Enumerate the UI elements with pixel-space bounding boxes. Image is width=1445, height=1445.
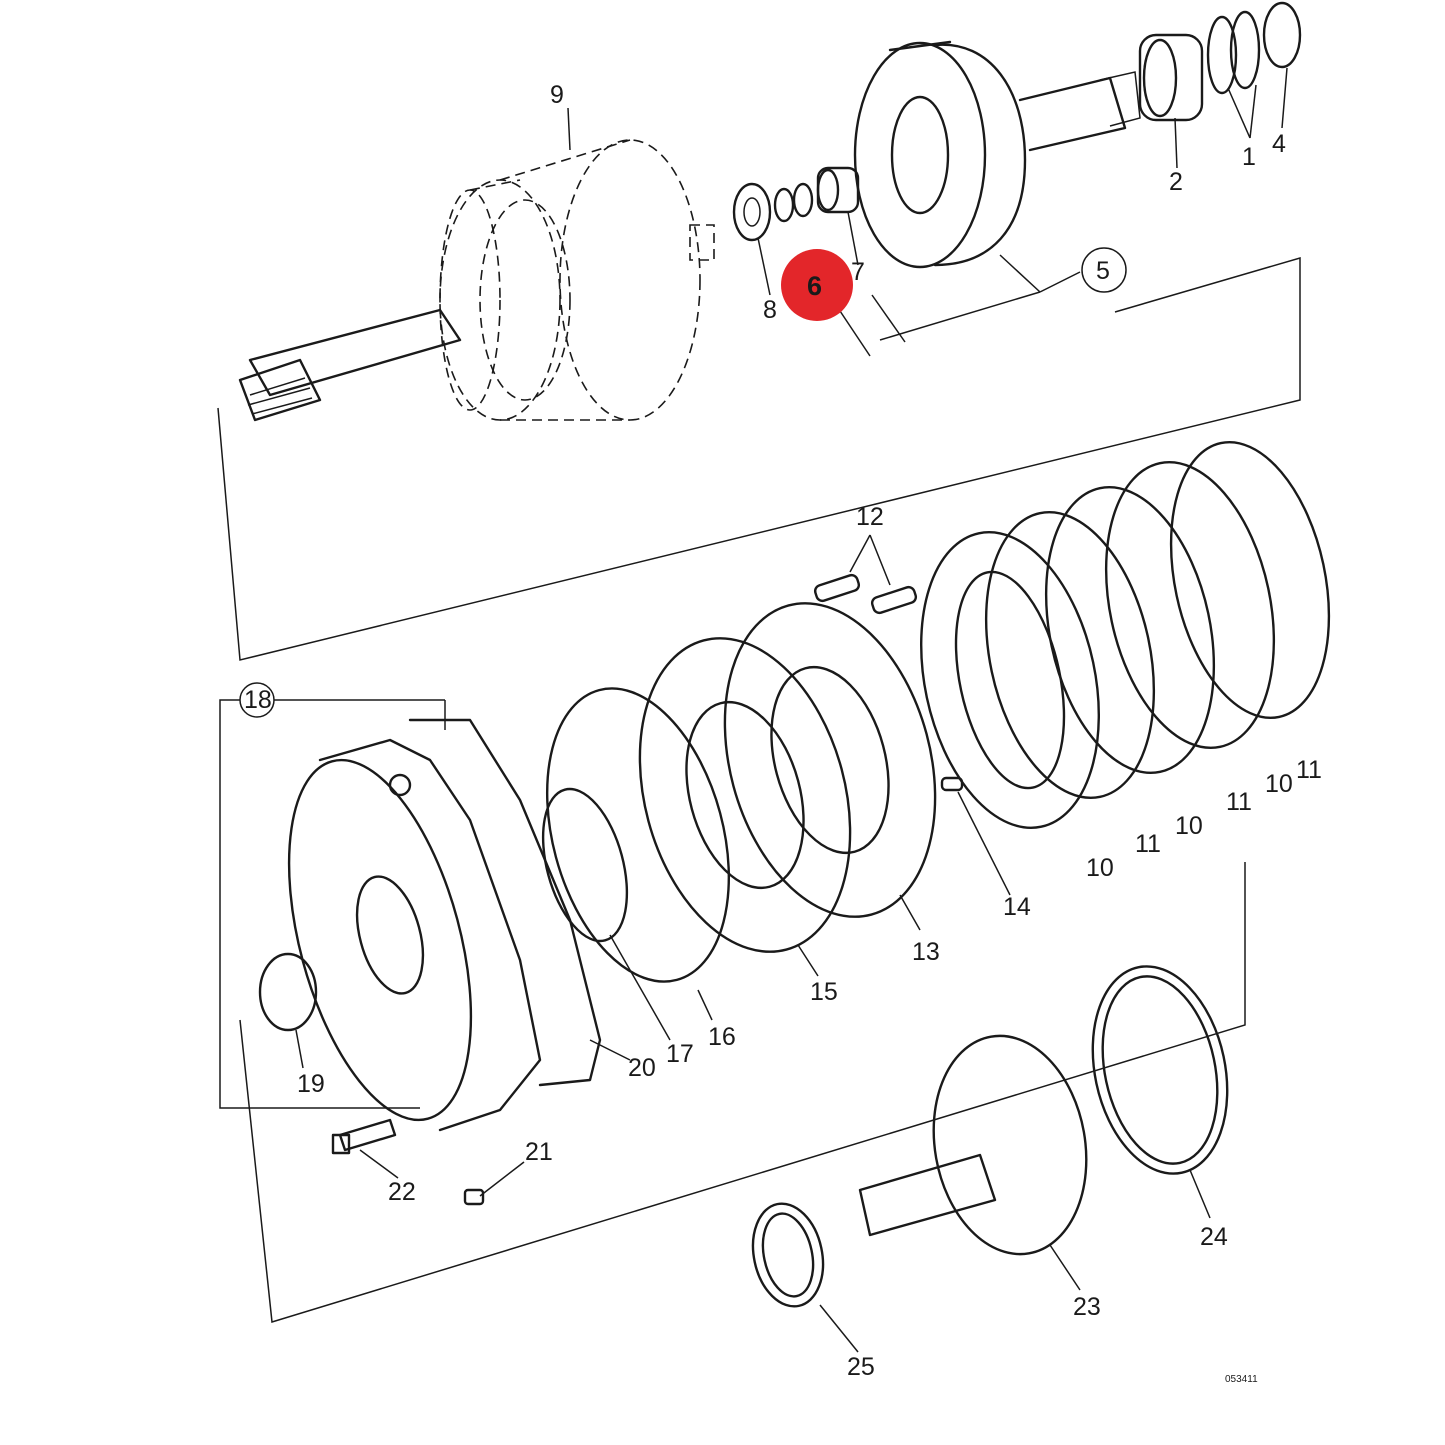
label-20: 20 [628,1054,656,1082]
springs-12 [813,573,918,615]
callout-circle-5 [1081,247,1127,293]
label-21: 21 [525,1138,553,1166]
label-11-c: 11 [1135,830,1161,858]
seal-rings-piston [541,602,964,983]
label-4: 4 [1272,130,1286,158]
label-8: 8 [763,296,777,324]
group-outlines [217,256,1301,1323]
label-10-c: 10 [1086,854,1114,882]
label-25: 25 [847,1353,875,1381]
label-16: 16 [708,1023,736,1051]
drawing-code: 053411 [1225,1374,1258,1385]
drum-assembly-9 [238,139,715,422]
label-10-b: 10 [1175,812,1203,840]
label-24: 24 [1200,1223,1228,1251]
label-12: 12 [856,503,884,531]
bolt-22-plug-21 [331,1118,485,1206]
label-1: 1 [1242,143,1256,171]
label-15: 15 [810,978,838,1006]
label-14: 14 [1003,893,1031,921]
label-2: 2 [1169,168,1183,196]
parts-2-1-4 [1138,1,1302,122]
label-22: 22 [388,1178,416,1206]
stator-23-seals [751,965,1229,1308]
part-labels: 9 1 4 2 5 6 7 8 12 18 11 10 11 10 11 10 … [244,81,1322,1385]
label-9: 9 [550,81,564,109]
housing-5 [853,40,1141,269]
leader-lines [295,67,1288,1353]
label-11-a: 11 [1296,756,1322,784]
label-7: 7 [851,258,865,286]
callout-circle-18 [239,682,275,718]
label-10-a: 10 [1265,770,1293,798]
label-23: 23 [1073,1293,1101,1321]
label-19: 19 [297,1070,325,1098]
label-17: 17 [666,1040,694,1068]
clutch-plates-10-11 [920,440,1331,829]
pump-body-18 [258,718,602,1132]
label-13: 13 [912,938,940,966]
label-18: 18 [244,686,272,714]
label-6: 6 [807,271,822,301]
label-5: 5 [1096,257,1110,285]
label-11-b: 11 [1226,788,1252,816]
highlight-marker-6[interactable] [781,249,853,321]
washers-8-6-7 [732,166,860,242]
